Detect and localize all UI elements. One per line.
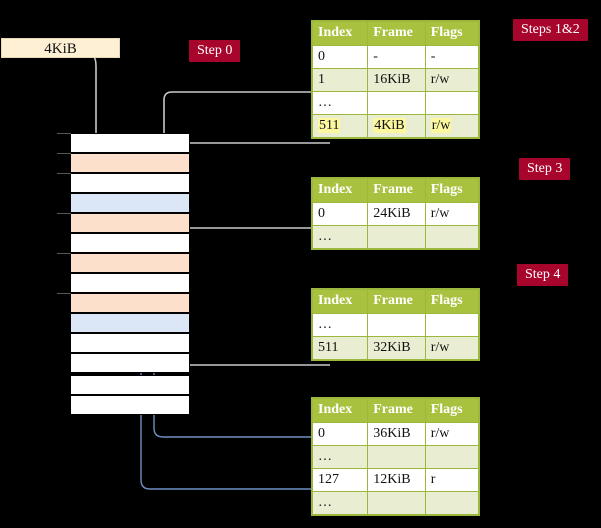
memory-frame [57, 293, 190, 313]
memory-frame [70, 193, 190, 213]
step-label-steps-1-2: Steps 1&2 [513, 19, 588, 41]
step-label-step-3: Step 3 [519, 158, 571, 180]
memory-frame [57, 133, 190, 153]
page-table-level-4: Index Frame Flags 0 - - 1 16KiB r/w … 51… [311, 20, 480, 139]
cell-frame [367, 313, 426, 337]
cell-index: … [311, 491, 369, 515]
request-size-box: 4KiB [1, 38, 120, 58]
cell-flags: - [424, 45, 480, 69]
cell-index: 511 [311, 114, 369, 138]
cell-frame [367, 91, 426, 115]
cell-frame: 16KiB [367, 68, 426, 92]
page-table-level-1: Index Frame Flags 0 36KiB r/w … 127 12Ki… [311, 397, 480, 516]
wire-l1-row127-to-memory [133, 205, 330, 490]
frame-tick [57, 293, 71, 294]
cell-flags: r/w [424, 422, 480, 446]
table-header-index: Index [311, 178, 369, 203]
cell-frame: - [367, 45, 426, 69]
cell-frame [367, 225, 426, 249]
cell-flags [424, 445, 480, 469]
memory-frame [70, 313, 190, 333]
table-row[interactable]: … [311, 445, 480, 469]
table-header-flags: Flags [424, 21, 480, 46]
cell-flags: r/w [424, 336, 480, 360]
page-table-level-3: Index Frame Flags 0 24KiB r/w … [311, 177, 480, 250]
table-row[interactable]: 0 36KiB r/w [311, 422, 480, 446]
cell-index: 0 [311, 422, 369, 446]
cell-index: … [311, 445, 369, 469]
step-label-step-0: Step 0 [189, 40, 241, 62]
table-row[interactable]: 0 - - [311, 45, 480, 69]
wire-l3-row0-to-memory [180, 227, 330, 263]
table-header-flags: Flags [424, 178, 480, 203]
table-header-index: Index [311, 289, 369, 314]
wire-l4-row1-to-memory [163, 91, 330, 265]
table-row[interactable]: … [311, 491, 480, 515]
memory-frame [70, 333, 190, 353]
frame-tick [57, 253, 71, 254]
page-table-level-2: Index Frame Flags … 511 32KiB r/w [311, 288, 480, 361]
table-row[interactable]: … [311, 225, 480, 249]
cell-flags [424, 313, 480, 337]
cell-index: 511 [311, 336, 369, 360]
table-header-index: Index [311, 21, 369, 46]
memory-frame [57, 173, 190, 193]
cell-frame: 32KiB [367, 336, 426, 360]
cell-flags: r/w [424, 68, 480, 92]
memory-frame [70, 353, 190, 373]
table-row[interactable]: 0 24KiB r/w [311, 202, 480, 226]
memory-frame [57, 153, 190, 173]
wire-l1-row0-to-memory [146, 323, 330, 438]
frame-tick [57, 133, 71, 134]
memory-frame [70, 375, 190, 395]
cell-frame: 4KiB [367, 114, 426, 138]
table-row[interactable]: 511 32KiB r/w [311, 336, 480, 360]
table-header-frame: Frame [367, 398, 426, 423]
wire-l4-row511-to-memory [179, 142, 330, 163]
table-row[interactable]: … [311, 91, 480, 115]
cell-frame: 24KiB [367, 202, 426, 226]
memory-frame [57, 253, 190, 273]
cell-index: 0 [311, 202, 369, 226]
cell-index: 0 [311, 45, 369, 69]
cell-index: 1 [311, 68, 369, 92]
cell-index: … [311, 313, 369, 337]
step-label-step-4: Step 4 [517, 264, 569, 286]
cell-flags: r/w [424, 202, 480, 226]
cell-index: 127 [311, 468, 369, 492]
cell-frame: 36KiB [367, 422, 426, 446]
table-header-frame: Frame [367, 21, 426, 46]
table-header-flags: Flags [424, 398, 480, 423]
memory-frame [70, 273, 190, 293]
table-header-index: Index [311, 398, 369, 423]
table-row[interactable]: 1 16KiB r/w [311, 68, 480, 92]
cell-frame [367, 445, 426, 469]
frame-tick [57, 173, 71, 174]
cell-frame [367, 491, 426, 515]
physical-memory-column [57, 133, 190, 415]
memory-frame [70, 233, 190, 253]
frame-tick [57, 153, 71, 154]
cell-flags [424, 225, 480, 249]
table-header-frame: Frame [367, 289, 426, 314]
memory-frame [70, 395, 190, 415]
table-row[interactable]: 127 12KiB r [311, 468, 480, 492]
table-header-flags: Flags [424, 289, 480, 314]
memory-frame [57, 213, 190, 233]
cell-index: … [311, 225, 369, 249]
cell-flags [424, 491, 480, 515]
cell-flags: r/w [424, 114, 480, 138]
cell-flags [424, 91, 480, 115]
cell-flags: r [424, 468, 480, 492]
cell-index: … [311, 91, 369, 115]
frame-tick [57, 213, 71, 214]
table-header-frame: Frame [367, 178, 426, 203]
table-row-highlighted[interactable]: 511 4KiB r/w [311, 114, 480, 138]
table-row[interactable]: … [311, 313, 480, 337]
cell-frame: 12KiB [367, 468, 426, 492]
